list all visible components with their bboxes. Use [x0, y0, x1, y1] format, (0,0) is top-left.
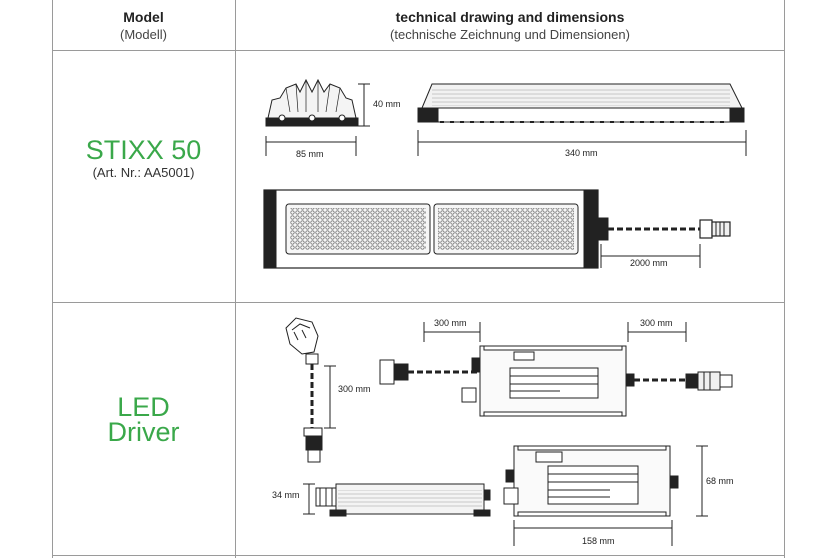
dim-label-68mm: 68 mm [706, 476, 734, 486]
dim-label-output-300mm: 300 mm [640, 318, 673, 328]
dim-label-plug-300mm: 300 mm [338, 384, 371, 394]
model-column-header: Model (Modell) [52, 9, 235, 42]
stixx-side-view [417, 83, 745, 123]
left-border [52, 0, 53, 558]
dimension-driver-depth-68 [696, 445, 708, 517]
dimension-driver-length-158 [513, 520, 673, 546]
header-divider [52, 50, 785, 51]
dimension-height-40 [358, 83, 370, 127]
dim-label-158mm: 158 mm [582, 536, 615, 546]
mains-plug-cable [285, 317, 323, 463]
dimension-cable-2000 [600, 244, 701, 268]
dim-label-340mm: 340 mm [565, 148, 598, 158]
right-border [784, 0, 785, 558]
drawing-header-subtitle: (technische Zeichnung und Dimensionen) [390, 27, 630, 42]
bottom-border [52, 555, 785, 556]
driver-output-cable [634, 371, 733, 391]
driver-side-view [315, 483, 491, 517]
model-header-title: Model [123, 9, 164, 25]
model-article-number: (Art. Nr.: AA5001) [92, 165, 195, 180]
dimension-length-340 [417, 130, 747, 156]
driver-input-cable [379, 359, 482, 385]
driver-plan-view [503, 445, 679, 517]
stixx-front-view [265, 78, 359, 127]
drawing-column-header: technical drawing and dimensions (techni… [236, 9, 784, 42]
dimension-output-300 [627, 322, 687, 342]
dim-label-40mm: 40 mm [373, 99, 401, 109]
row-divider [52, 302, 785, 303]
dimension-plug-cable-300 [324, 365, 336, 429]
drawing-header-title: technical drawing and dimensions [395, 9, 625, 25]
dim-label-2000mm: 2000 mm [630, 258, 668, 268]
dimension-input-300 [423, 322, 481, 342]
driver-main-view [461, 345, 635, 417]
model-name-stixx50: STIXX 50 [85, 135, 202, 165]
model-name-led-driver-line2: Driver [107, 417, 180, 447]
dimension-width-85 [265, 136, 357, 156]
dim-label-input-300mm: 300 mm [434, 318, 467, 328]
stixx-top-view [263, 189, 731, 269]
model-header-subtitle: (Modell) [120, 27, 167, 42]
dim-label-85mm: 85 mm [296, 149, 324, 159]
dimension-driver-height-34 [303, 483, 315, 515]
model-name-led-driver-line1: LED [117, 392, 170, 422]
column-divider [235, 0, 236, 558]
dim-label-34mm: 34 mm [272, 490, 300, 500]
